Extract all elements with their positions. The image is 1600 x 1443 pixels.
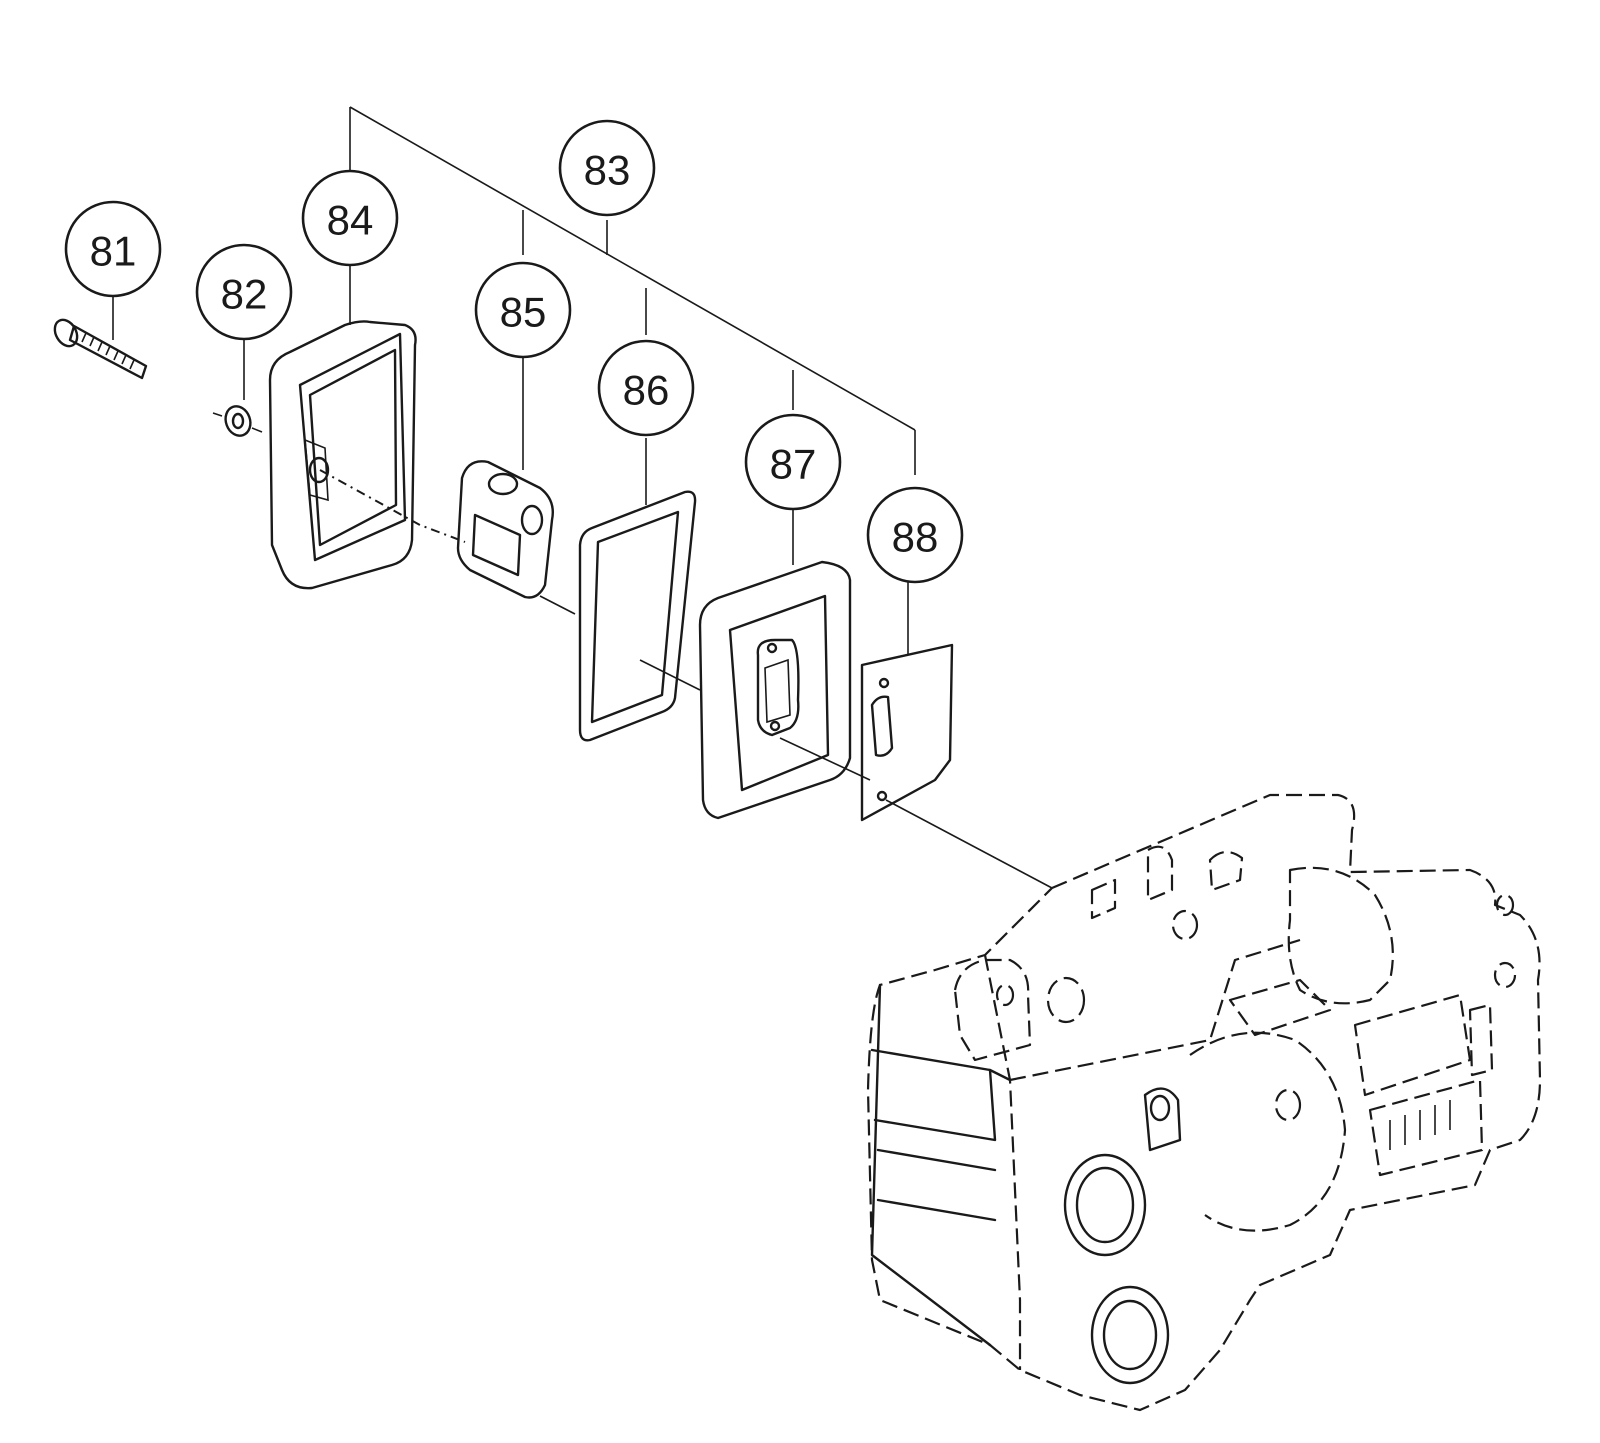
callout-88: 88	[866, 486, 964, 584]
part-87-muffler-body	[698, 560, 852, 820]
callout-88-label: 88	[892, 514, 939, 561]
part-84-muffler-cover	[268, 320, 417, 590]
callout-87: 87	[744, 413, 842, 511]
engine-crankcase-cover	[870, 983, 1182, 1385]
callout-86: 86	[597, 339, 695, 437]
part-85-deflector	[456, 460, 554, 599]
callout-81-label: 81	[90, 228, 137, 275]
leader-lines	[112, 106, 916, 655]
callout-87-label: 87	[770, 441, 817, 488]
assembly-axis	[319, 469, 1053, 889]
callout-85: 85	[474, 261, 572, 359]
part-88-gasket	[860, 643, 954, 822]
callout-81: 81	[64, 200, 162, 298]
callout-82: 82	[195, 243, 293, 341]
part-81-bolt	[53, 318, 148, 380]
callout-82-label: 82	[221, 271, 268, 318]
callout-84: 84	[301, 169, 399, 267]
part-82-washer	[212, 405, 263, 437]
engine-crankcase	[866, 793, 1542, 1412]
callout-84-label: 84	[327, 197, 374, 244]
callout-83-label: 83	[584, 147, 631, 194]
callout-85-label: 85	[500, 289, 547, 336]
part-86-gasket	[578, 490, 697, 742]
callout-86-label: 86	[623, 367, 670, 414]
callout-83: 83	[558, 119, 656, 217]
